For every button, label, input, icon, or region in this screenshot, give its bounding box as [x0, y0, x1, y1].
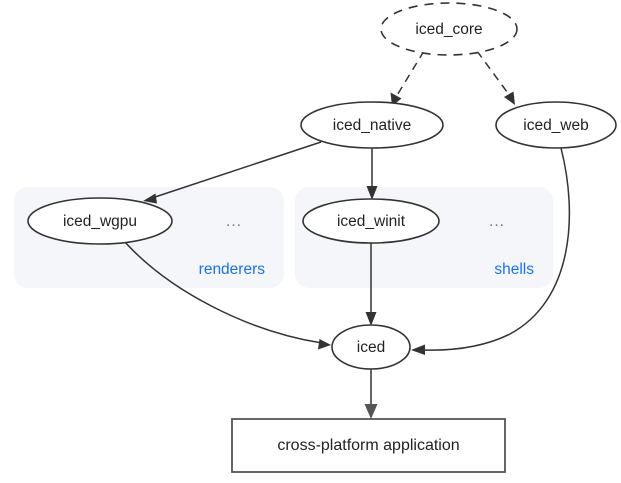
node-iced[interactable]: iced	[331, 324, 411, 370]
node-iced-winit-label: iced_winit	[337, 213, 406, 230]
edge-winit-to-iced	[365, 243, 377, 326]
edge-core-to-native-line	[395, 50, 425, 98]
cluster-renderers-label: renderers	[199, 261, 266, 278]
edge-core-to-native	[390, 50, 425, 106]
node-iced-winit[interactable]: iced_winit	[302, 198, 440, 244]
edge-web-to-iced-line	[420, 147, 571, 351]
node-iced-wgpu[interactable]: iced_wgpu	[27, 197, 173, 245]
edge-winit-to-iced-arrowhead	[365, 312, 377, 326]
edge-iced-to-app-arrowhead	[364, 404, 378, 419]
edge-iced-to-app	[364, 369, 378, 419]
node-iced-web-ellipse[interactable]	[495, 101, 617, 149]
node-iced-ellipse[interactable]	[331, 324, 411, 370]
edge-core-to-web-arrowhead	[504, 91, 515, 105]
cluster-shells-label: shells	[494, 261, 534, 278]
node-iced-native-label: iced_native	[333, 117, 411, 134]
edge-web-to-iced-arrowhead	[411, 344, 425, 355]
edge-wgpu-to-iced-line	[123, 240, 323, 344]
node-iced-wgpu-label: iced_wgpu	[63, 213, 137, 230]
edge-native-to-wgpu-line	[151, 141, 322, 199]
cluster-shells-ellipsis: ...	[489, 213, 505, 230]
node-cross-platform-application-label: cross-platform application	[277, 437, 459, 454]
edge-native-to-wgpu	[143, 141, 322, 204]
edge-native-to-wgpu-arrowhead	[143, 193, 157, 204]
node-cross-platform-application[interactable]: cross-platform application	[231, 418, 506, 473]
edge-web-to-iced	[411, 147, 571, 355]
cluster-renderers-ellipsis: ...	[226, 213, 242, 230]
edge-wgpu-to-iced-arrowhead	[318, 339, 331, 350]
node-iced-web[interactable]: iced_web	[495, 101, 617, 149]
node-iced-native-ellipse[interactable]	[300, 101, 444, 149]
node-cross-platform-application-rect[interactable]	[231, 418, 506, 473]
node-iced-core-label: iced_core	[415, 21, 482, 38]
edge-core-to-web-line	[476, 50, 511, 97]
node-iced-wgpu-ellipse[interactable]	[27, 197, 173, 245]
node-iced-core[interactable]: iced_core	[380, 2, 518, 56]
node-iced-web-label: iced_web	[523, 117, 589, 134]
edge-wgpu-to-iced	[123, 240, 331, 350]
node-iced-core-ellipse[interactable]	[380, 2, 518, 56]
node-iced-native[interactable]: iced_native	[300, 101, 444, 149]
node-iced-label: iced	[357, 339, 385, 356]
edge-native-to-winit	[366, 148, 378, 200]
edge-core-to-web	[476, 50, 515, 105]
node-iced-winit-ellipse[interactable]	[302, 198, 440, 244]
edge-native-to-winit-arrowhead	[366, 186, 378, 200]
